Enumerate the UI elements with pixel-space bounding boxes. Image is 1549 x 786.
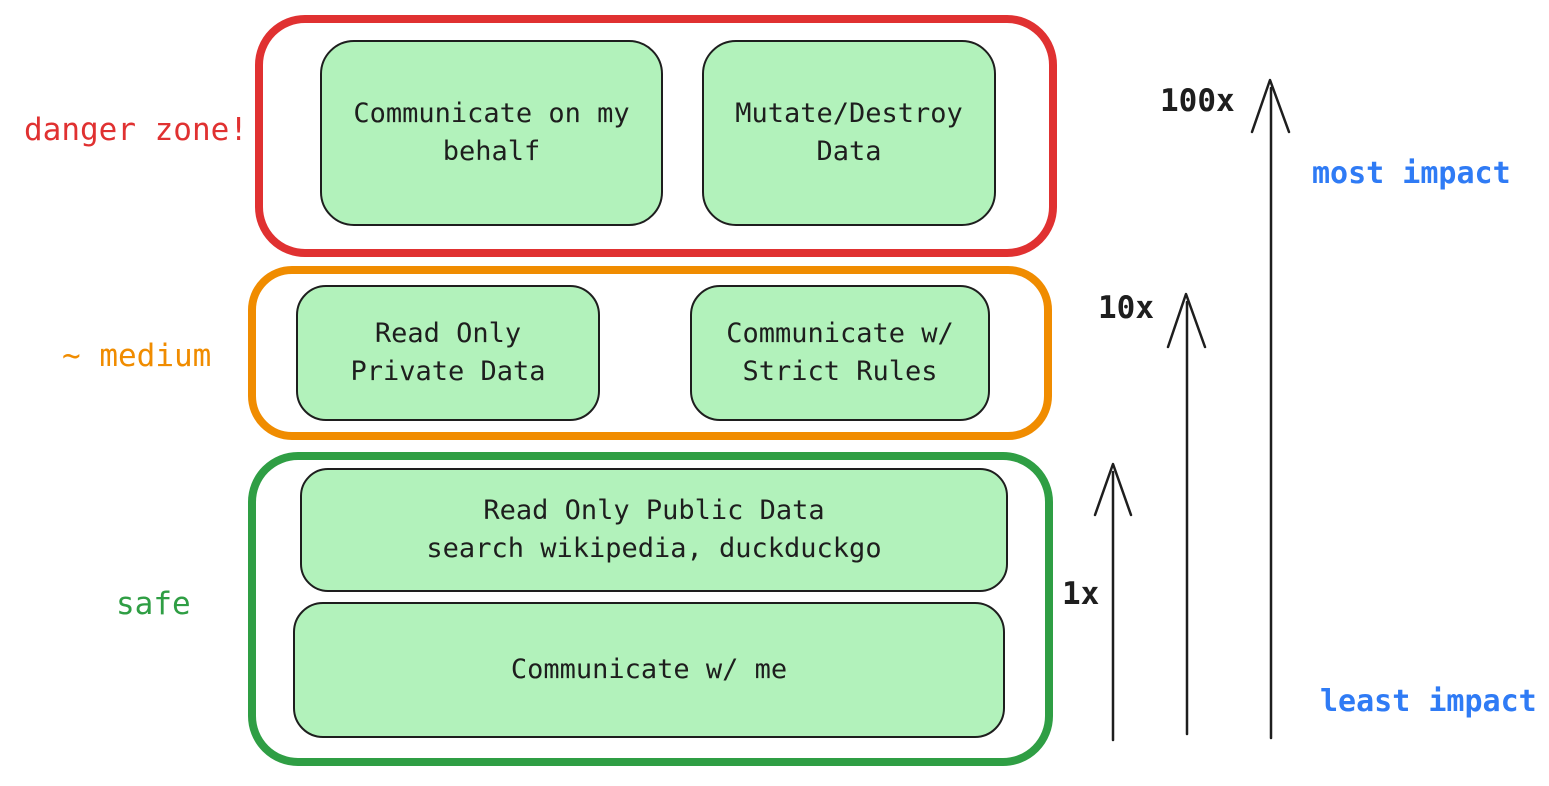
box-read-only-private-data: Read Only Private Data bbox=[296, 285, 600, 421]
box-text-line: Strict Rules bbox=[742, 356, 938, 387]
medium-zone-outline bbox=[248, 266, 1052, 440]
box-text-line: Read Only bbox=[374, 318, 522, 349]
box-text-line: search wikipedia, duckduckgo bbox=[426, 533, 882, 564]
multiplier-label-1x: 1x bbox=[1062, 576, 1100, 612]
multiplier-label-10x: 10x bbox=[1098, 290, 1154, 326]
safe-zone-outline bbox=[248, 452, 1053, 766]
danger-zone-label: danger zone! bbox=[24, 112, 248, 148]
medium-zone-label: ~ medium bbox=[62, 338, 212, 374]
box-text-line: behalf bbox=[442, 136, 541, 167]
box-mutate-destroy-data: Mutate/Destroy Data bbox=[702, 40, 996, 226]
most-impact-label: most impact bbox=[1312, 156, 1511, 191]
box-communicate-w-strict-rules: Communicate w/ Strict Rules bbox=[690, 285, 990, 421]
box-read-only-public-data: Read Only Public Data search wikipedia, … bbox=[300, 468, 1008, 592]
box-text-line: Data bbox=[816, 136, 882, 167]
box-text-line: Mutate/Destroy bbox=[735, 98, 963, 129]
box-communicate-on-my-behalf: Communicate on my behalf bbox=[320, 40, 663, 226]
box-communicate-w-me: Communicate w/ me bbox=[293, 602, 1005, 738]
box-text-line: Communicate w/ bbox=[726, 318, 954, 349]
arrow-up-1x-icon bbox=[1093, 462, 1133, 742]
safe-zone-label: safe bbox=[116, 586, 191, 622]
arrow-up-100x-icon bbox=[1250, 78, 1291, 740]
danger-zone-outline bbox=[255, 15, 1057, 257]
box-text-line: Communicate on my bbox=[353, 98, 630, 129]
least-impact-label: least impact bbox=[1320, 684, 1537, 719]
box-text-line: Private Data bbox=[350, 356, 546, 387]
multiplier-label-100x: 100x bbox=[1160, 83, 1235, 119]
box-text-line: Read Only Public Data bbox=[483, 495, 825, 526]
arrow-up-10x-icon bbox=[1166, 292, 1207, 736]
box-text-line: Communicate w/ me bbox=[510, 654, 788, 685]
